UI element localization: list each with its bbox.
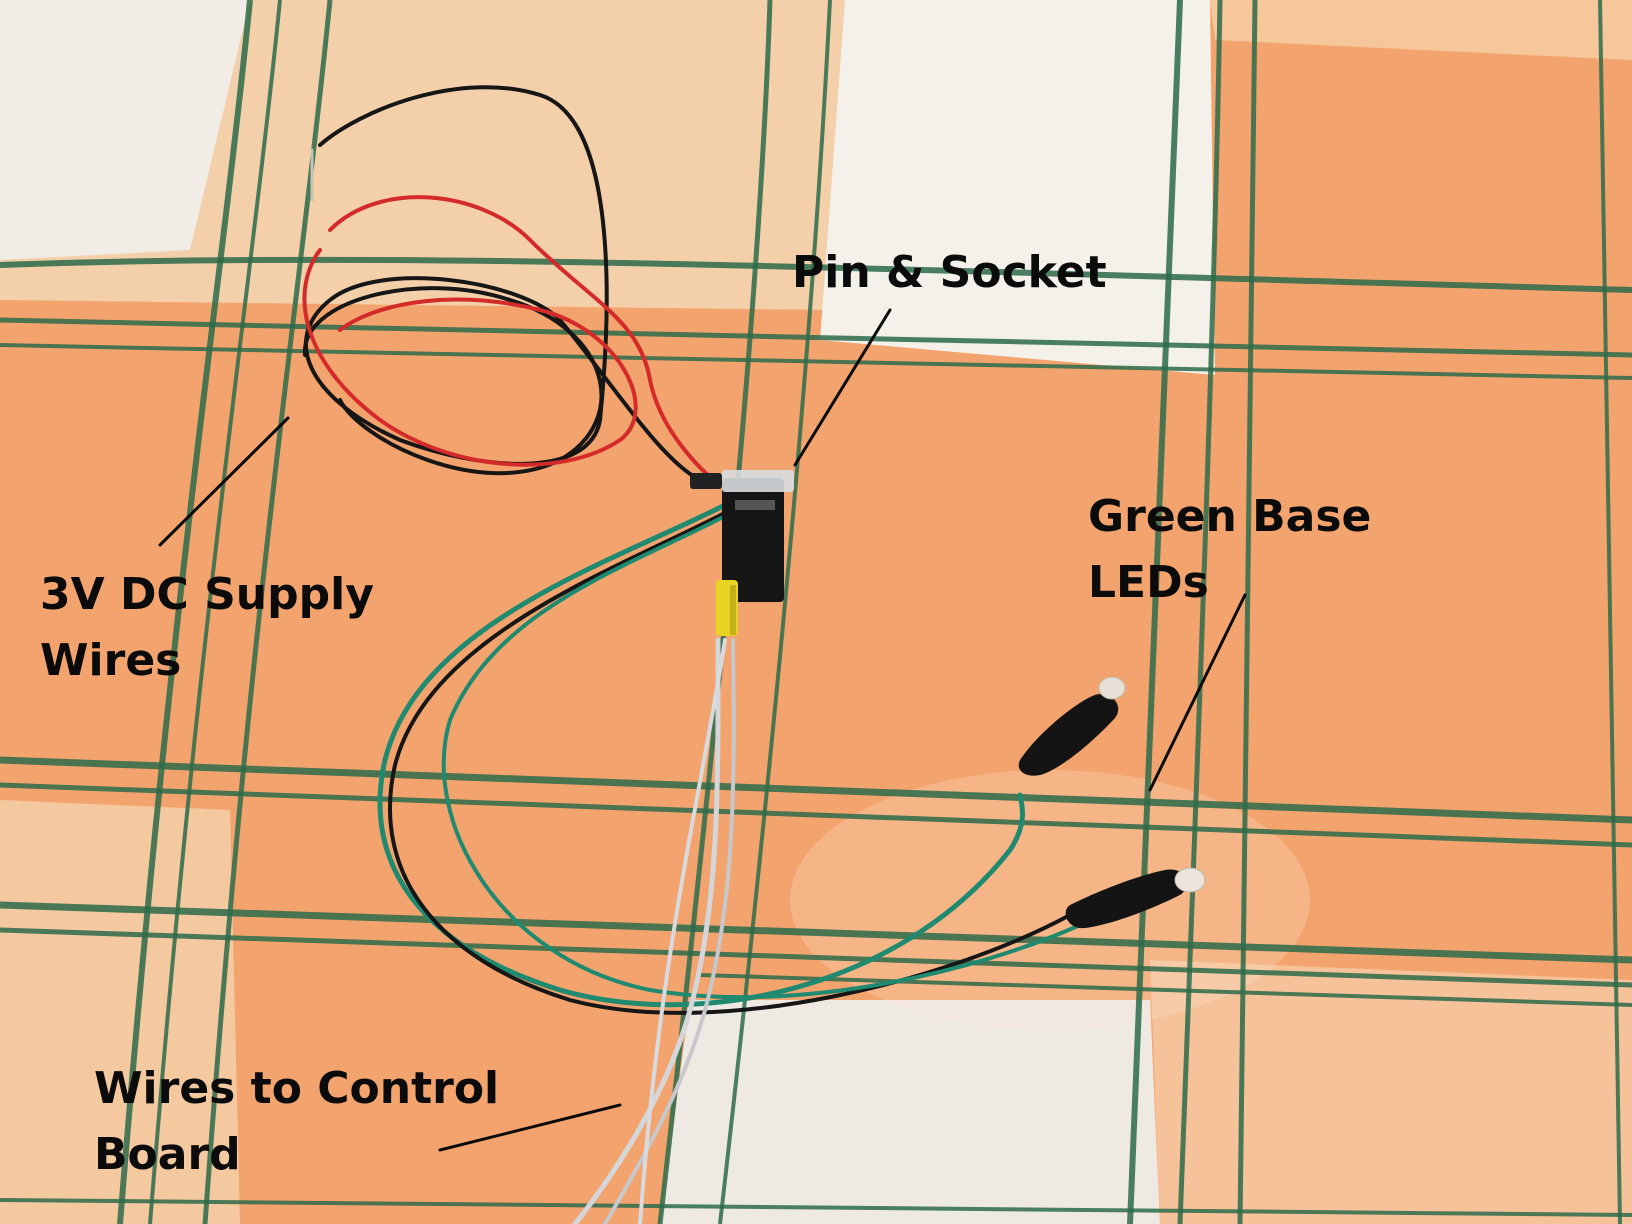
white-block-top-left (0, 0, 250, 260)
white-block-bottom-center (660, 1000, 1160, 1224)
pointer-control (438, 1103, 622, 1152)
pin-socket-label-line: Pin & Socket (792, 247, 1107, 298)
pointer-supply (158, 416, 290, 547)
light-block-top-right (1210, 0, 1632, 60)
pointer-lines (158, 308, 1247, 1152)
control-label-line-2: Board (94, 1129, 241, 1180)
plaid-line-v6 (1127, 0, 1183, 1224)
green-wire-short (441, 503, 1082, 1000)
green-base-leds (1018, 676, 1206, 929)
led-wires (377, 497, 1082, 1015)
plaid-line-v3 (202, 0, 333, 1224)
control-wires-label: Wires to Control Board (94, 1056, 499, 1188)
pointer-leds (1148, 593, 1247, 792)
led-1-bulb (1098, 676, 1126, 700)
leds-label-line-2: LEDs (1088, 557, 1209, 608)
plaid-line-v1 (117, 0, 253, 1224)
led-2-bulb (1174, 867, 1206, 893)
grey-wire-1 (572, 637, 721, 1224)
plaid-line-h1 (0, 256, 1632, 293)
supply-label-line-2: Wires (40, 635, 182, 686)
plaid-line-h9 (0, 1198, 1632, 1217)
green-wire-long (377, 497, 1025, 1008)
plaid-line-h8 (699, 973, 1632, 1007)
leds-label-line-1: Green Base (1088, 491, 1372, 542)
socket-clear-header (722, 470, 794, 492)
pin-socket-connector (690, 470, 794, 636)
led-2-heatshrink (1065, 869, 1188, 929)
supply-wires (302, 85, 722, 487)
red-wire-coil (328, 195, 722, 487)
light-block-bottom-right (1150, 960, 1632, 1224)
grey-wire-3 (638, 638, 727, 1224)
yellow-sleeve-shadow (730, 585, 736, 635)
control-label-line-1: Wires to Control (94, 1063, 500, 1114)
grey-wire-2 (603, 638, 736, 1224)
white-block-top-center (820, 0, 1215, 375)
socket-pin-strip (735, 500, 775, 510)
glare (790, 770, 1310, 1030)
pin-socket-label: Pin & Socket (792, 240, 1107, 306)
supply-label-line-1: 3V DC Supply (40, 569, 374, 620)
plaid-line-v9 (1598, 0, 1622, 1224)
control-wires (572, 637, 736, 1224)
supply-wires-label: 3V DC Supply Wires (40, 562, 374, 694)
black-wire-long (388, 503, 1072, 1015)
red-wire-loop-2 (302, 248, 638, 467)
plaid-line-v2 (148, 0, 282, 1224)
green-leds-label: Green Base LEDs (1088, 484, 1371, 616)
plaid-line-h4 (0, 756, 1632, 824)
red-wire-plug (690, 473, 722, 489)
pointer-pin-socket (793, 308, 892, 467)
led-1-heatshrink (1018, 694, 1119, 776)
black-wire-loop-2 (302, 286, 604, 476)
plaid-line-v7 (1177, 0, 1223, 1224)
